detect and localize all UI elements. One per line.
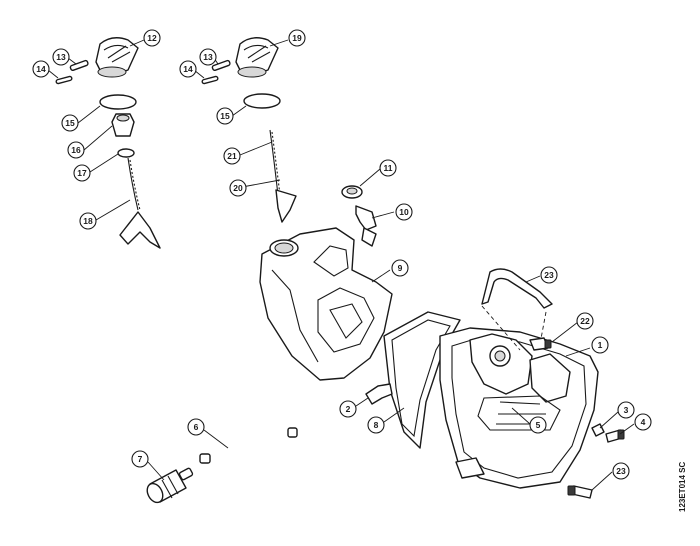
callout-1: 1 — [591, 336, 609, 354]
callout-9: 9 — [391, 259, 409, 277]
pin-13-left — [69, 59, 89, 72]
callout-17: 17 — [73, 164, 91, 182]
callout-7: 7 — [131, 450, 149, 468]
elbow-2 — [365, 383, 393, 405]
callout-4: 4 — [634, 413, 652, 431]
chain-strap-18 — [119, 157, 161, 249]
svg-text:13: 13 — [56, 52, 66, 62]
callout-20: 20 — [229, 179, 247, 197]
svg-text:23: 23 — [544, 270, 554, 280]
svg-text:13: 13 — [203, 52, 213, 62]
callout-19: 19 — [288, 29, 306, 47]
svg-text:4: 4 — [641, 417, 646, 427]
gasket-15-left — [99, 94, 137, 110]
chain-strap-20-21 — [269, 129, 297, 223]
svg-text:7: 7 — [138, 454, 143, 464]
fuel-line-6 — [199, 427, 298, 464]
svg-text:22: 22 — [580, 316, 590, 326]
pin-13-right — [211, 59, 231, 72]
svg-text:11: 11 — [384, 163, 393, 173]
svg-text:15: 15 — [65, 118, 75, 128]
svg-text:9: 9 — [398, 263, 403, 273]
svg-text:16: 16 — [71, 145, 81, 155]
svg-text:8: 8 — [374, 420, 379, 430]
svg-text:21: 21 — [227, 151, 237, 161]
svg-text:3: 3 — [624, 405, 629, 415]
callout-14-right: 14 — [179, 60, 197, 78]
svg-text:6: 6 — [194, 422, 199, 432]
callout-23-bottom: 23 — [612, 462, 630, 480]
callout-15-left: 15 — [61, 114, 79, 132]
pickup-10 — [355, 205, 377, 247]
callout-13-left: 13 — [52, 48, 70, 66]
svg-text:14: 14 — [183, 64, 193, 74]
callout-6: 6 — [187, 418, 205, 436]
pin-14-left — [55, 75, 73, 85]
svg-text:19: 19 — [292, 33, 302, 43]
svg-text:23: 23 — [616, 466, 626, 476]
callout-13-right: 13 — [199, 48, 217, 66]
alignment-dash-1 — [481, 305, 521, 351]
tank-housing-9 — [259, 227, 393, 381]
leader-lines — [47, 39, 635, 491]
screw-23-bottom — [567, 485, 593, 499]
alignment-dash-2 — [539, 311, 547, 345]
cap-insert-16 — [111, 113, 135, 137]
svg-text:14: 14 — [36, 64, 46, 74]
bracket-23 — [481, 268, 553, 309]
grommet-11 — [341, 185, 363, 199]
svg-text:1: 1 — [598, 340, 603, 350]
callout-12: 12 — [143, 29, 161, 47]
callout-3: 3 — [617, 401, 635, 419]
svg-text:20: 20 — [233, 183, 243, 193]
gasket-15-right — [243, 93, 281, 109]
callout-18: 18 — [79, 212, 97, 230]
drawing-code: 123ET014 SC — [678, 462, 687, 512]
svg-text:10: 10 — [399, 207, 409, 217]
screw-22 — [529, 337, 552, 351]
svg-text:15: 15 — [220, 111, 230, 121]
callout-23-top: 23 — [540, 266, 558, 284]
svg-text:5: 5 — [536, 420, 541, 430]
callout-10: 10 — [395, 203, 413, 221]
callout-21: 21 — [223, 147, 241, 165]
fuel-filter-7 — [146, 467, 194, 504]
svg-text:18: 18 — [83, 216, 93, 226]
svg-text:2: 2 — [346, 404, 351, 414]
crankcase-1 — [439, 327, 599, 489]
retainer-17 — [117, 148, 135, 158]
callout-16: 16 — [67, 141, 85, 159]
callout-14-left: 14 — [32, 60, 50, 78]
tank-cap-left — [95, 37, 139, 78]
pin-14-right — [201, 75, 219, 85]
callout-11: 11 — [379, 159, 397, 177]
screw-4 — [605, 429, 625, 443]
callout-15-right: 15 — [216, 107, 234, 125]
tank-cap-right — [235, 37, 279, 78]
svg-text:17: 17 — [77, 168, 87, 178]
callout-2: 2 — [339, 400, 357, 418]
callout-5: 5 — [529, 416, 547, 434]
svg-text:12: 12 — [147, 33, 157, 43]
callout-8: 8 — [367, 416, 385, 434]
callout-22: 22 — [576, 312, 594, 330]
